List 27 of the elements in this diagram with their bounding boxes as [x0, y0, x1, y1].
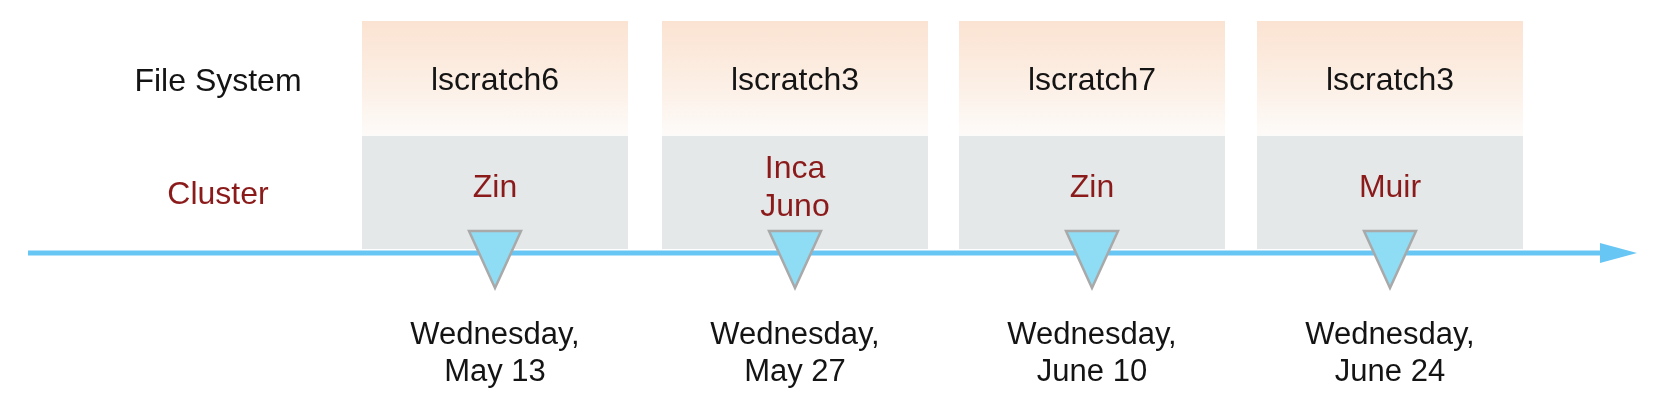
timeline-marker-icon: [1362, 229, 1418, 290]
date-label: Wednesday, June 24: [1305, 315, 1475, 389]
cluster-band: [959, 136, 1225, 249]
filesystem-band: [959, 21, 1225, 136]
date-label: Wednesday, May 27: [710, 315, 880, 389]
cluster-name: Zin: [472, 166, 518, 205]
row-header: File System: [134, 61, 302, 99]
cluster-name: Muir: [1358, 166, 1422, 205]
date-label: Wednesday, May 13: [410, 315, 580, 389]
cluster-band: [1257, 136, 1523, 249]
timeline-marker-icon: [467, 229, 523, 290]
filesystem-band: [362, 21, 628, 136]
date-label: Wednesday, June 10: [1007, 315, 1177, 389]
cluster-band: [662, 136, 928, 249]
filesystem-name: lscratch3: [1325, 59, 1454, 98]
filesystem-name: lscratch3: [730, 59, 859, 98]
cluster-band: [362, 136, 628, 249]
cluster-name: Inca: [764, 147, 826, 186]
filesystem-band: [662, 21, 928, 136]
timeline-marker-icon: [1064, 229, 1120, 290]
filesystem-band: [1257, 21, 1523, 136]
filesystem-name: lscratch7: [1027, 59, 1156, 98]
cluster-name: Juno: [760, 185, 830, 224]
row-header: Cluster: [167, 174, 269, 212]
cluster-name: Zin: [1069, 166, 1115, 205]
timeline-marker-icon: [767, 229, 823, 290]
filesystem-name: lscratch6: [430, 59, 559, 98]
